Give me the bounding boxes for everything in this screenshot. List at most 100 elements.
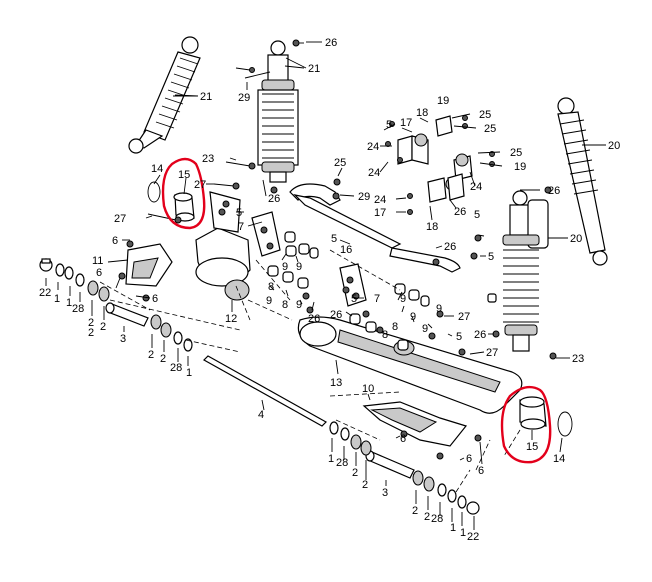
callout-label: 5 [331, 233, 337, 245]
callout-label: 5 [236, 207, 242, 219]
callout-labels: 26 21 29 21 5 17 18 19 25 25 20 24 24 23… [39, 37, 620, 543]
callout-label: 20 [608, 140, 620, 152]
callout-label: 21 [308, 63, 320, 75]
callout-label: 26 [308, 313, 320, 325]
callout-label: 1 [66, 297, 72, 309]
callout-label: 9 [436, 303, 442, 315]
callout-label: 14 [151, 163, 163, 175]
callout-label: 27 [458, 311, 470, 323]
callout-label: 25 [510, 147, 522, 159]
callout-label: 29 [358, 191, 370, 203]
callout-label: 24 [374, 194, 386, 206]
callout-label: 20 [570, 233, 582, 245]
callout-label: 8 [382, 329, 388, 341]
callout-label: 3 [120, 333, 126, 345]
callout-label: 13 [330, 377, 342, 389]
callout-label: 28 [170, 362, 182, 374]
bearing-stack-upper-left [39, 258, 110, 302]
bearing-stack-upper-right [150, 314, 193, 352]
callout-label: 15 [526, 441, 538, 453]
callout-label: 8 [282, 299, 288, 311]
callout-label: 27 [194, 179, 206, 191]
snap-ring-14-left [147, 181, 161, 203]
callout-label: 15 [178, 169, 190, 181]
shock-absorber-center [244, 40, 307, 183]
stabilizer-bar [289, 183, 461, 273]
callout-label: 9 [266, 295, 272, 307]
callout-label: 4 [258, 409, 264, 421]
shaft-4 [203, 355, 327, 427]
callout-label: 22 [39, 287, 51, 299]
fasteners [118, 39, 557, 460]
callout-label: 23 [202, 153, 214, 165]
callout-label: 2 [88, 327, 94, 339]
callout-label: 6 [478, 465, 484, 477]
callout-label: 18 [426, 221, 438, 233]
pin-3-lower [365, 450, 415, 479]
callout-label: 12 [225, 313, 237, 325]
callout-label: 1 [328, 453, 334, 465]
callout-label: 1 [54, 293, 60, 305]
callout-label: 2 [412, 505, 418, 517]
callout-label: 27 [486, 347, 498, 359]
callout-label: 28 [72, 303, 84, 315]
callout-label: 2 [100, 321, 106, 333]
callout-label: 25 [484, 123, 496, 135]
callout-label: 6 [400, 433, 406, 445]
callout-label: 22 [467, 531, 479, 543]
callout-label: 6 [112, 235, 118, 247]
callout-label: 26 [548, 185, 560, 197]
shock-absorber-right [502, 190, 568, 352]
assembly-lines [99, 249, 521, 493]
bearing-stack-lower-left [329, 421, 372, 456]
callout-label: 5 [488, 251, 494, 263]
mud-guard-10 [362, 401, 468, 447]
callout-label: 1 [460, 527, 466, 539]
pin-3-upper [105, 302, 149, 327]
callout-label: 14 [553, 453, 565, 465]
callout-label: 9 [410, 311, 416, 323]
callout-label: 2 [352, 467, 358, 479]
callout-label: 9 [282, 261, 288, 273]
callout-label: 9 [422, 323, 428, 335]
snap-ring-14-right [557, 411, 573, 437]
rocker-bracket-12 [195, 191, 251, 301]
callout-label: 7 [238, 221, 244, 233]
shock-absorber-far-right [557, 97, 608, 266]
callout-label: 17 [374, 207, 386, 219]
callout-label: 8 [268, 281, 274, 293]
callout-label: 19 [514, 161, 526, 173]
shock-absorber-left [128, 36, 201, 154]
callout-label: 5 [351, 293, 357, 305]
callout-label: 29 [238, 92, 250, 104]
callout-label: 5 [386, 119, 392, 131]
callout-label: 24 [470, 181, 482, 193]
callout-leaders [45, 41, 606, 530]
callout-label: 7 [374, 293, 380, 305]
callout-label: 1 [450, 522, 456, 534]
callout-label: 5 [456, 331, 462, 343]
bushing-brackets-upper [397, 115, 473, 203]
callout-label: 2 [362, 479, 368, 491]
callout-label: 24 [367, 141, 379, 153]
callout-label: 8 [392, 321, 398, 333]
callout-label: 21 [200, 91, 212, 103]
callout-label: 9 [296, 299, 302, 311]
callout-label: 10 [362, 383, 374, 395]
callout-label: 28 [336, 457, 348, 469]
callout-label: 23 [572, 353, 584, 365]
highlight-markers [161, 157, 552, 464]
callout-label: 2 [148, 349, 154, 361]
callout-label: 26 [330, 309, 342, 321]
callout-label: 6 [466, 453, 472, 465]
highlight-circle-left [161, 157, 206, 230]
callout-label: 17 [400, 117, 412, 129]
callout-label: 3 [382, 487, 388, 499]
swing-arm-13 [297, 316, 523, 414]
callout-label: 9 [400, 293, 406, 305]
callout-label: 26 [474, 329, 486, 341]
callout-label: 28 [431, 513, 443, 525]
callout-label: 27 [114, 213, 126, 225]
callout-label: 6 [152, 293, 158, 305]
